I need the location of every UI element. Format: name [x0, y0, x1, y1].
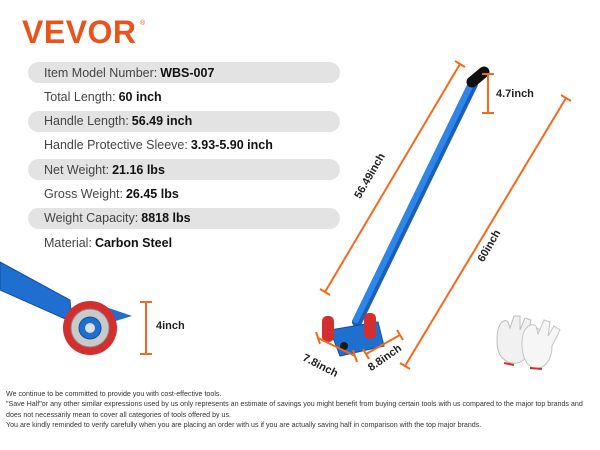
wheel-dimension-line	[140, 301, 152, 355]
vevor-logo: VEVOR	[22, 14, 137, 50]
sleeve-dimension-line	[482, 73, 494, 114]
spec-value: Carbon Steel	[94, 235, 173, 250]
handle-dimension-line	[319, 60, 466, 296]
registered-mark: ®	[140, 20, 146, 27]
spec-label: Handle Length:	[44, 114, 129, 129]
disclaimer: We continue to be committed to provide y…	[6, 389, 596, 431]
spec-list: Item Model Number:WBS-007 Total Length:6…	[28, 62, 340, 256]
spec-value: WBS-007	[160, 65, 215, 80]
spec-value: 60 inch	[118, 89, 162, 104]
disclaimer-line: You are kindly reminded to verify carefu…	[6, 421, 482, 430]
spec-row-net-weight: Net Weight:21.16 lbs	[28, 159, 340, 181]
spec-row-gross-weight: Gross Weight:26.45 lbs	[28, 183, 340, 204]
spec-value: 26.45 lbs	[125, 186, 179, 201]
wheel-left-icon	[322, 316, 334, 342]
wheel-right-icon	[364, 313, 376, 339]
spec-value: 56.49 inch	[131, 114, 193, 129]
wheel-closeup-illustration	[0, 261, 132, 355]
spec-row-total-length: Total Length:60 inch	[28, 86, 340, 107]
total-dimension-line	[399, 94, 572, 370]
spec-label: Handle Protective Sleeve:	[44, 138, 188, 153]
spec-value: 3.93-5.90 inch	[190, 138, 273, 153]
spec-label: Gross Weight:	[44, 186, 123, 201]
spec-label: Item Model Number:	[44, 65, 158, 80]
disclaimer-line: "Save Half"or any other similar expressi…	[6, 400, 583, 419]
sleeve-dimension-label: 4.7inch	[496, 88, 534, 100]
spec-row-capacity: Weight Capacity:8818 lbs	[28, 207, 340, 229]
spec-label: Total Length:	[44, 89, 116, 104]
gloves-illustration	[496, 315, 561, 370]
spec-row-model: Item Model Number:WBS-007	[28, 62, 340, 83]
spec-value: 21.16 lbs	[112, 162, 165, 177]
spec-label: Net Weight:	[44, 162, 110, 177]
base-dimension-lines	[315, 329, 404, 363]
spec-row-handle-length: Handle Length:56.49 inch	[28, 110, 340, 132]
wheel-bar-illustration	[322, 66, 490, 357]
spec-label: Material:	[44, 235, 92, 250]
spec-label: Weight Capacity:	[44, 211, 139, 226]
wheel-dimension-label: 4inch	[156, 320, 185, 332]
spec-value: 8818 lbs	[141, 211, 191, 226]
spec-row-material: Material:Carbon Steel	[28, 232, 340, 253]
disclaimer-line: We continue to be committed to provide y…	[6, 390, 222, 398]
spec-row-sleeve: Handle Protective Sleeve:3.93-5.90 inch	[28, 135, 340, 156]
